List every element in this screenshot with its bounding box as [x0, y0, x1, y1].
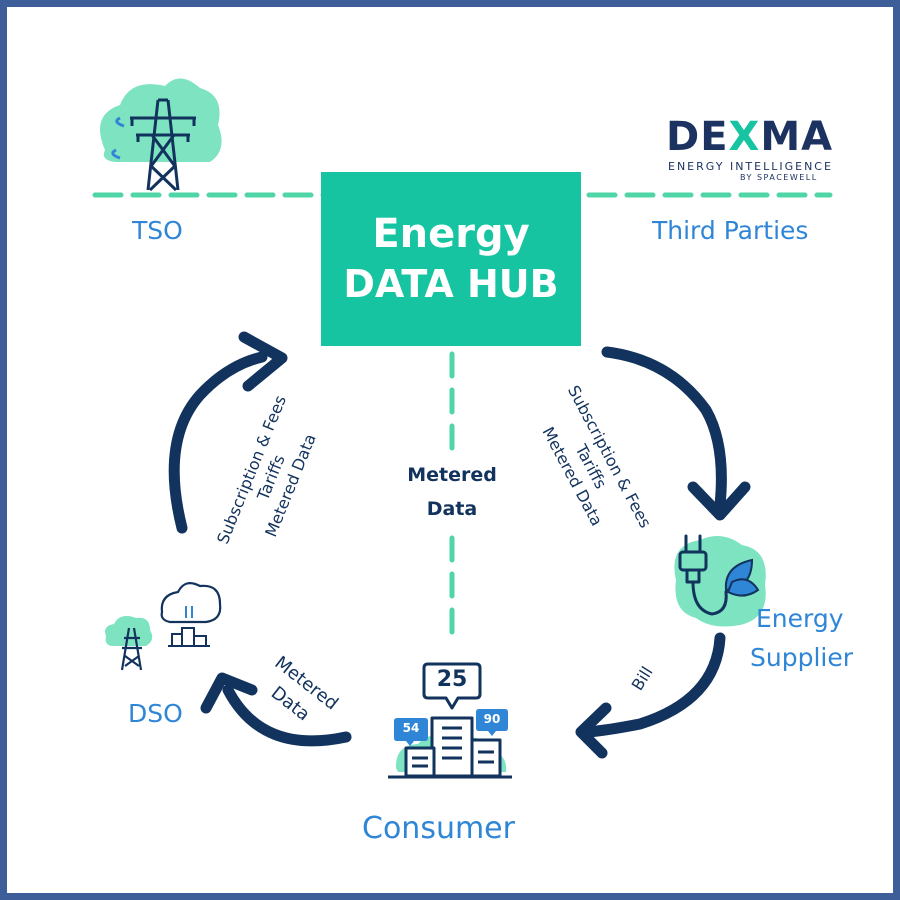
tso-label: TSO: [132, 216, 183, 245]
consumer-label: Consumer: [362, 811, 515, 846]
dso-grid-icon: [105, 581, 222, 671]
plug-leaf-icon: [674, 534, 766, 627]
badge-left-value: 54: [402, 721, 420, 735]
energy-supplier-label-line2: Supplier: [750, 643, 854, 672]
hub-subtitle: DATA HUB: [343, 262, 559, 306]
energy-data-hub-box: Energy DATA HUB: [321, 172, 581, 346]
dso-arrow: [200, 672, 352, 747]
left-cycle-arrow: [168, 331, 288, 534]
bill-arrow: [575, 632, 726, 759]
hub-title: Energy: [372, 211, 530, 257]
logo-tagline: ENERGY INTELLIGENCE: [668, 160, 833, 173]
consumer-buildings-icon: [388, 662, 512, 779]
badge-main-value: 25: [436, 667, 468, 692]
center-label-line1: Metered: [407, 464, 497, 486]
energy-supplier-label-line1: Energy: [756, 604, 844, 633]
third-parties-label: Third Parties: [652, 216, 809, 245]
center-metered-data-label: Metered Data: [396, 458, 508, 526]
right-cycle-arrow: [601, 346, 751, 521]
dexma-logo: DEXMA: [666, 114, 834, 160]
center-label-line2: Data: [426, 498, 478, 520]
logo-byline: BY SPACEWELL: [740, 173, 818, 182]
badge-right-value: 90: [483, 712, 501, 726]
dso-label: DSO: [128, 699, 183, 728]
tso-pylon-icon: [100, 78, 222, 192]
